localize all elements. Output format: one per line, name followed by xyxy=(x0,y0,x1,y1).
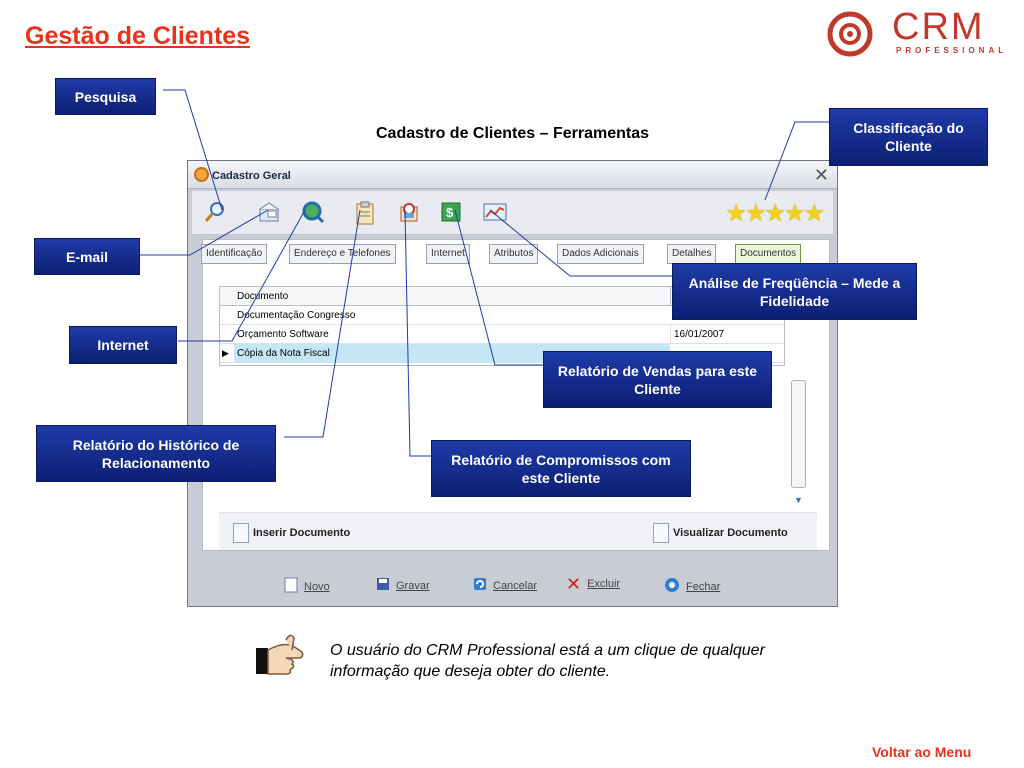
callout-vendas: Relatório de Vendas para este Cliente xyxy=(543,351,772,408)
view-document-button[interactable]: Visualizar Documento xyxy=(653,523,788,543)
cell-documento: Orçamento Software xyxy=(237,329,329,340)
callout-classificacao: Classificação do Cliente xyxy=(829,108,988,166)
row-pointer-icon: ▶ xyxy=(222,348,229,358)
cell-data: 16/01/2007 xyxy=(670,325,780,344)
novo-button[interactable]: Novo xyxy=(284,577,330,596)
fechar-label: Fechar xyxy=(686,580,721,593)
logo-professional-text: PROFESSIONAL xyxy=(896,46,1008,55)
crm-at-logo-icon xyxy=(827,11,873,57)
view-document-label: Visualizar Documento xyxy=(673,527,788,539)
section-subtitle: Cadastro de Clientes – Ferramentas xyxy=(376,125,649,142)
callout-internet: Internet xyxy=(69,326,177,364)
footnote-text: O usuário do CRM Professional está a um … xyxy=(330,642,765,680)
svg-text:$: $ xyxy=(446,205,454,220)
documents-grid: Documento D Documentação Congresso Orçam… xyxy=(219,286,785,366)
document-actions-bar: Inserir Documento Visualizar Documento xyxy=(219,512,817,550)
back-to-menu-link[interactable]: Voltar ao Menu xyxy=(872,744,972,760)
page-title: Gestão de Clientes xyxy=(25,22,251,50)
close-circle-icon xyxy=(664,577,680,596)
pointing-hand-icon xyxy=(256,630,306,680)
scroll-down-icon[interactable]: ▼ xyxy=(794,495,803,505)
cancelar-button[interactable]: Cancelar xyxy=(473,577,537,594)
cell-documento: Documentação Congresso xyxy=(237,310,356,321)
footer-buttons: Novo Gravar Cancelar ✕ Excluir Fechar xyxy=(188,569,839,599)
scrollbar[interactable] xyxy=(791,380,806,488)
sales-report-icon[interactable]: $ xyxy=(440,201,462,223)
customer-rating-stars[interactable]: ★★★★★ xyxy=(725,200,825,227)
email-icon[interactable] xyxy=(258,201,280,223)
fechar-button[interactable]: Fechar xyxy=(664,577,720,596)
close-icon[interactable]: ✕ xyxy=(813,165,829,185)
tab-strip: Identificação Endereço e Telefones Inter… xyxy=(201,240,831,264)
table-row[interactable]: Orçamento Software 16/01/2007 xyxy=(220,325,784,344)
cancel-icon xyxy=(473,577,487,594)
novo-label: Novo xyxy=(304,580,330,593)
excluir-label: Excluir xyxy=(587,578,621,590)
save-disk-icon xyxy=(376,577,390,594)
callout-pesquisa: Pesquisa xyxy=(55,78,156,115)
cancelar-label: Cancelar xyxy=(493,579,538,592)
table-row[interactable]: Documentação Congresso xyxy=(220,306,784,325)
crm-professional-logo: CRM PROFESSIONAL xyxy=(826,6,1021,58)
view-document-icon xyxy=(653,523,669,543)
gravar-label: Gravar xyxy=(396,579,430,592)
tab-internet[interactable]: Internet xyxy=(426,244,470,264)
app-icon xyxy=(194,167,209,182)
new-doc-icon xyxy=(284,577,298,596)
logo-crm-text: CRM xyxy=(892,6,985,48)
gravar-button[interactable]: Gravar xyxy=(376,577,430,594)
callout-email: E-mail xyxy=(34,238,140,275)
callout-frequencia: Análise de Freqüência – Mede a Fidelidad… xyxy=(672,263,917,320)
document-icon xyxy=(233,523,249,543)
tab-endereco-telefones[interactable]: Endereço e Telefones xyxy=(289,244,396,264)
window-title: Cadastro Geral xyxy=(212,170,291,182)
delete-x-icon: ✕ xyxy=(566,574,582,594)
search-icon[interactable] xyxy=(204,201,226,223)
callout-compromissos: Relatório de Compromissos com este Clien… xyxy=(431,440,691,497)
window-titlebar: Cadastro Geral ✕ xyxy=(188,161,837,189)
history-report-icon[interactable] xyxy=(354,201,376,225)
column-header-documento[interactable]: Documento xyxy=(237,291,289,302)
tab-identificacao[interactable]: Identificação xyxy=(201,244,268,264)
callout-historico: Relatório do Histórico de Relacionamento xyxy=(36,425,276,482)
tab-atributos[interactable]: Atributos xyxy=(489,244,539,264)
excluir-button[interactable]: ✕ Excluir xyxy=(566,574,621,594)
toolbar: $ ★★★★★ xyxy=(192,191,833,235)
insert-document-button[interactable]: Inserir Documento xyxy=(233,523,350,543)
tab-dados-adicionais[interactable]: Dados Adicionais xyxy=(557,244,644,264)
insert-document-label: Inserir Documento xyxy=(253,527,351,539)
